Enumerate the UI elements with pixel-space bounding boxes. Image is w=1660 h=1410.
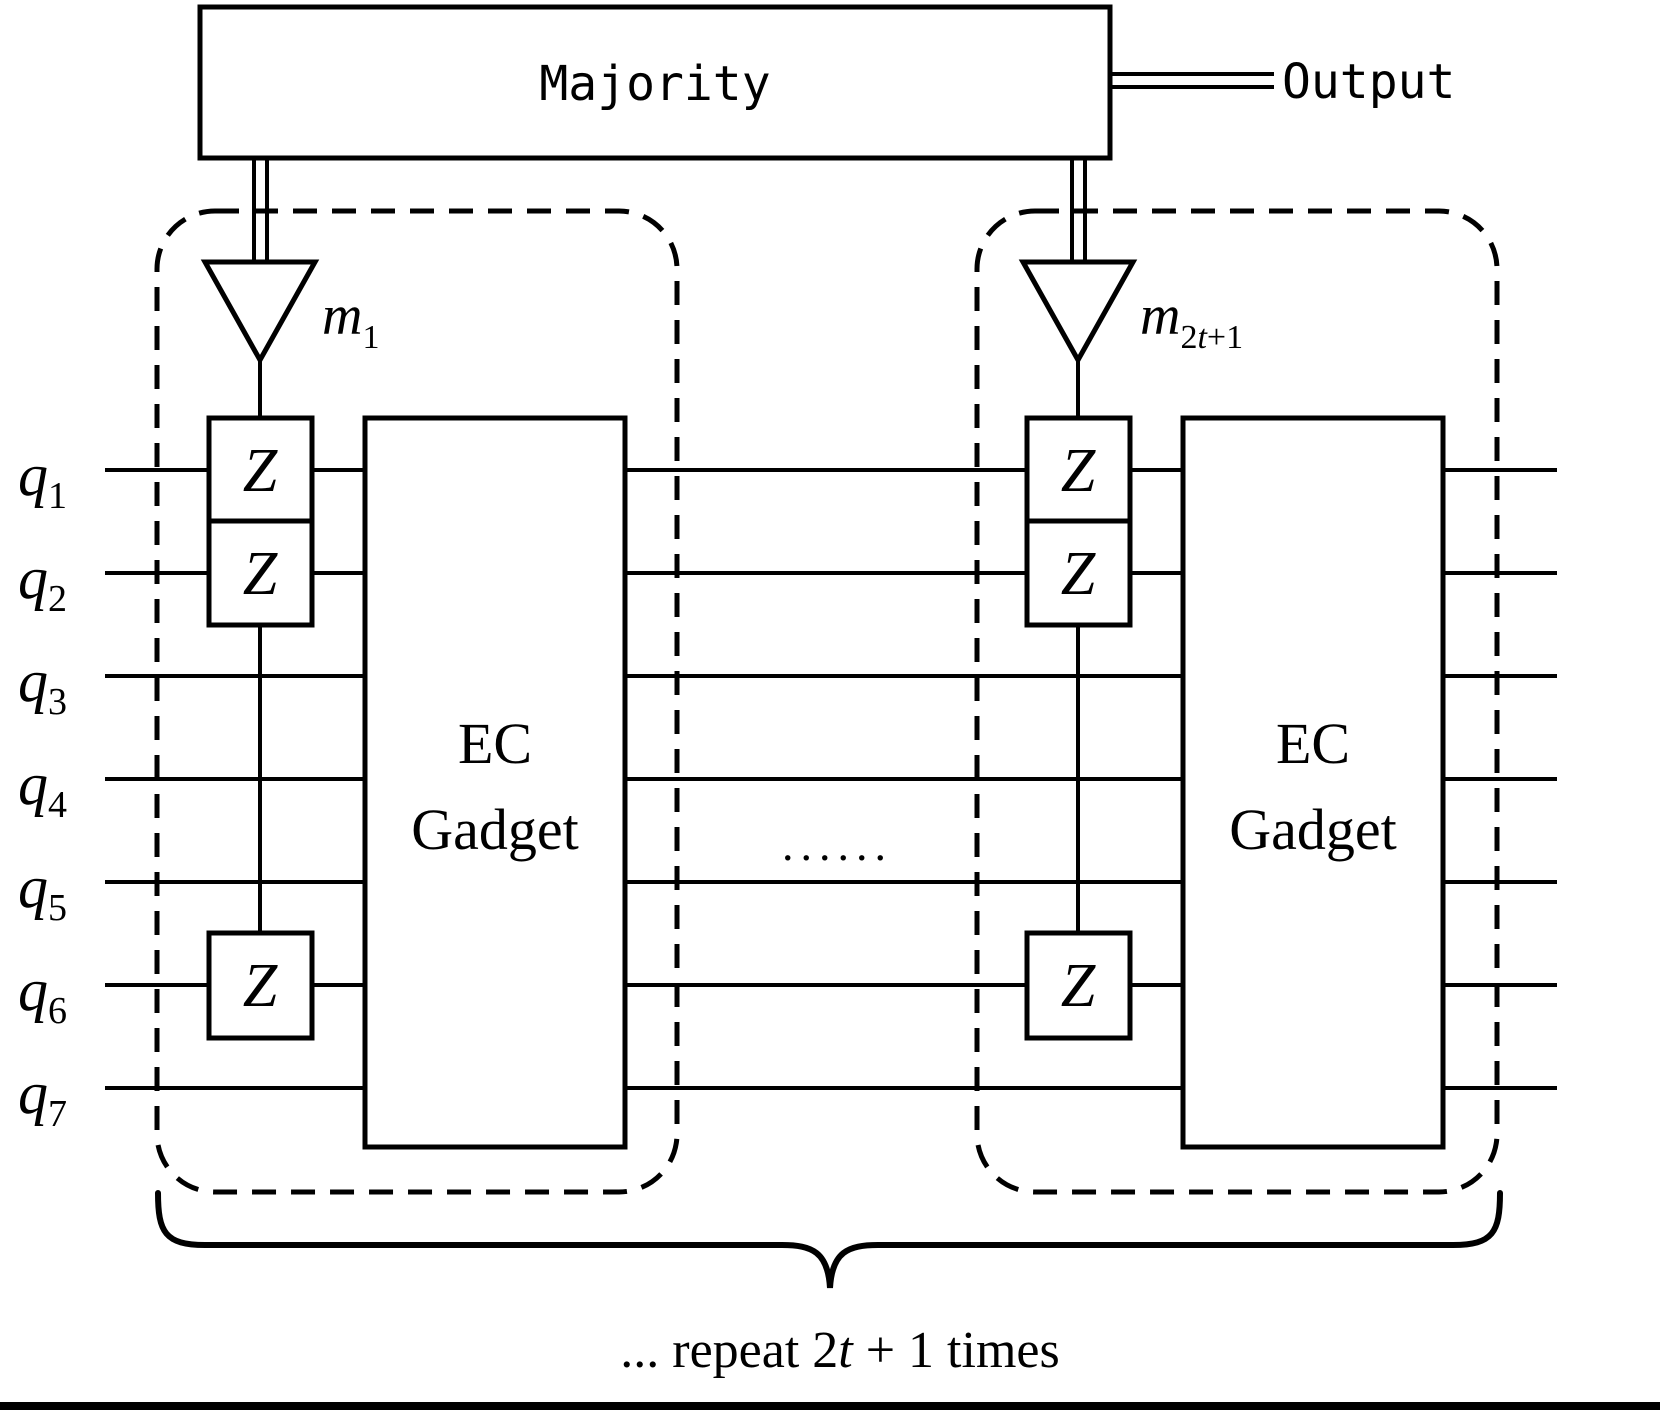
ec-gadget-box-1: [362, 415, 628, 1150]
dashed-region-2: [974, 208, 1500, 1195]
qubit-label-q5: q5: [18, 854, 67, 929]
qubit-label-q1: q1: [18, 442, 67, 517]
measurement-triangle-icon-2: [1018, 259, 1138, 366]
output-label: Output: [1282, 54, 1455, 110]
measurement-label-2: m2t+1: [1140, 285, 1243, 356]
ec-gadget-label-2-line1: EC: [1276, 711, 1350, 776]
qubit-label-q7: q7: [18, 1060, 67, 1135]
qubit-label-q3: q3: [18, 648, 67, 723]
z-gate-2-q6: [1024, 930, 1133, 1041]
z-gate-2-q6-label: Z: [1061, 952, 1096, 1020]
bottom-rule: [0, 1402, 1660, 1410]
z-gate-1-q2: [206, 518, 315, 628]
measurement-label-1: m1: [322, 285, 379, 356]
majority-box: [197, 4, 1113, 161]
qubit-wires: [105, 468, 1557, 1090]
ec-gadget-box-2: [1180, 415, 1446, 1150]
dashed-region-1: [154, 208, 680, 1195]
z-gate-2-q2: [1024, 518, 1133, 628]
ec-gadget-label-2-line2: Gadget: [1229, 797, 1397, 862]
qubit-label-q6: q6: [18, 957, 67, 1032]
z-gate-1-q2-label: Z: [243, 540, 278, 608]
z-gate-2-q2-label: Z: [1061, 540, 1096, 608]
ec-gadget-label-1-line1: EC: [458, 711, 532, 776]
z-gate-1-q6-label: Z: [243, 952, 278, 1020]
output-double-wire: [1110, 72, 1274, 89]
ec-round-2t1: Z Z Z EC Gadget m2t+1: [974, 155, 1500, 1195]
majority-label: Majority: [539, 56, 770, 112]
ec-gadget-label-1-line2: Gadget: [411, 797, 579, 862]
qubit-label-q4: q4: [18, 751, 67, 826]
z-gate-2-q1-label: Z: [1061, 437, 1096, 505]
measurement-triangle-icon-1: [200, 259, 320, 366]
repeat-caption: ... repeat 2t + 1 times: [620, 1322, 1059, 1379]
qubit-labels: q1 q2 q3 q4 q5 q6 q7: [18, 442, 67, 1135]
qubit-label-q2: q2: [18, 545, 67, 620]
repeat-brace: [155, 1190, 1503, 1289]
z-gate-1-q1: [206, 415, 315, 524]
ec-round-1: Z Z Z EC Gadget m1: [154, 155, 680, 1195]
z-gate-1-q1-label: Z: [243, 437, 278, 505]
z-gate-1-q6: [206, 930, 315, 1041]
ellipsis-dots: ......: [782, 819, 893, 870]
